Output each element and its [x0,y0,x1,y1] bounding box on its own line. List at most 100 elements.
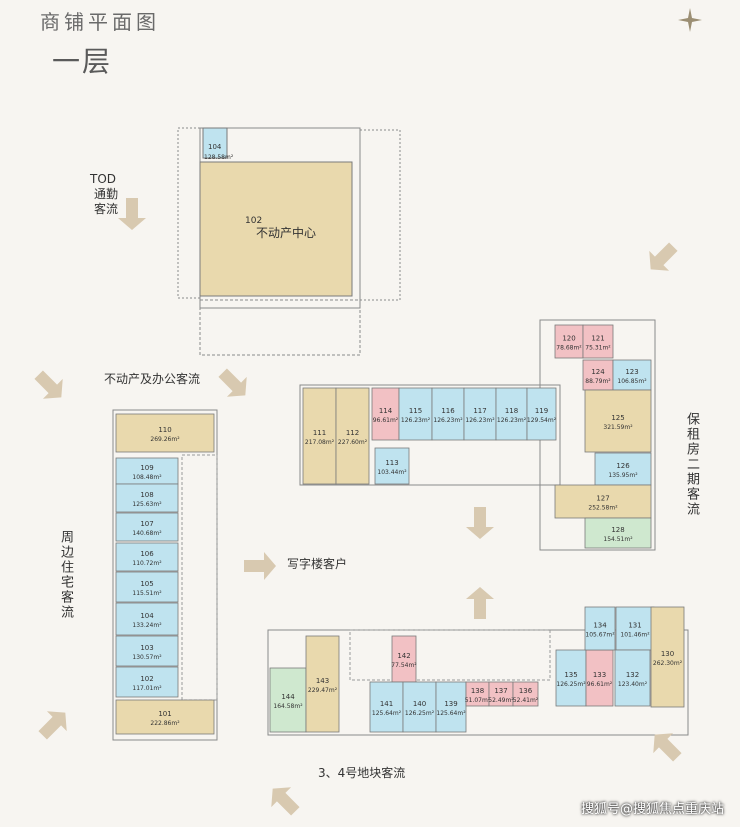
unit-number: 101 [158,710,171,718]
unit-number: 136 [519,687,533,695]
unit-area: 52.41m² [513,697,539,704]
shop-unit-126[interactable]: 126 135.95m² [594,452,652,486]
unit-number: 126 [616,462,630,470]
unit-area: 101.46m² [620,632,650,639]
unit-area: 96.61m² [587,681,613,688]
page-title: 商铺平面图 [40,10,160,34]
arrow-diagonal-icon [34,370,63,399]
unit-shape [374,447,410,485]
unit-number: 131 [628,622,641,630]
unit-shape [584,389,652,453]
unit-area: 135.95m² [608,472,638,479]
unit-shape [115,699,215,735]
shop-unit-133[interactable]: 133 96.61m² [585,649,614,707]
shop-unit-131[interactable]: 131 101.46m² [615,606,655,651]
unit-number: 138 [471,687,484,695]
arrow-down-icon [466,507,494,539]
unit-area: 126.25m² [405,710,435,717]
unit-number: 104 [140,612,154,620]
shop-unit-125[interactable]: 125 321.59m² [584,389,652,453]
flow-rental-phase2: 保租房二期客流 [684,412,699,517]
unit-number: 121 [591,335,604,343]
unit-shape [582,359,614,391]
unit-shape [115,635,179,667]
unit-area: 229.47m² [308,687,338,694]
flow-office-customers: 写字楼客户 [287,557,348,571]
unit-area: 115.51m² [132,590,162,597]
unit-number: 143 [316,677,329,685]
unit-number: 110 [158,426,171,434]
unit-area: 110.72m² [132,560,162,567]
unit-area: 252.58m² [588,505,618,512]
unit-shape [335,387,370,485]
unit-shape [115,542,179,572]
unit-area: 105.67m² [585,632,615,639]
shop-unit-136[interactable]: 136 52.41m² [512,681,539,707]
unit-area: 75.31m² [585,345,611,352]
shop-unit-121[interactable]: 121 75.31m² [582,324,614,359]
unit-area: 123.40m² [618,681,648,688]
right-building [299,384,561,486]
unit-shape [115,666,179,698]
unit-shape [402,681,437,733]
unit-number: 144 [281,693,295,701]
unit-shape [369,681,404,733]
shop-unit-101[interactable]: 101 222.86m² [115,699,215,735]
unit-shape [463,387,497,441]
unit-number: 103 [140,644,153,652]
shop-unit-143[interactable]: 143 229.47m² [305,635,340,733]
arrow-diagonal-icon [653,733,682,762]
unit-area: 227.60m² [338,439,368,446]
shop-unit-139[interactable]: 139 125.64m² [435,681,467,733]
unit-number: 137 [494,687,507,695]
unit-area: 96.61m² [373,417,399,424]
unit-number: 125 [611,414,624,422]
unit-104-top-number: 104 [208,143,222,151]
unit-area: 321.59m² [603,424,633,431]
unit-number: 139 [444,700,457,708]
unit-shape [582,324,614,359]
unit-number: 141 [380,700,393,708]
unit-number: 118 [505,407,518,415]
unit-number: 113 [385,459,398,467]
unit-shape [650,606,685,708]
unit-number: 133 [593,671,606,679]
unit-area: 125.64m² [436,710,466,717]
unit-area: 51.07m² [465,697,491,704]
shop-unit-138[interactable]: 138 51.07m² [465,681,491,707]
unit-area: 222.86m² [150,720,180,727]
unit-shape [391,635,417,683]
